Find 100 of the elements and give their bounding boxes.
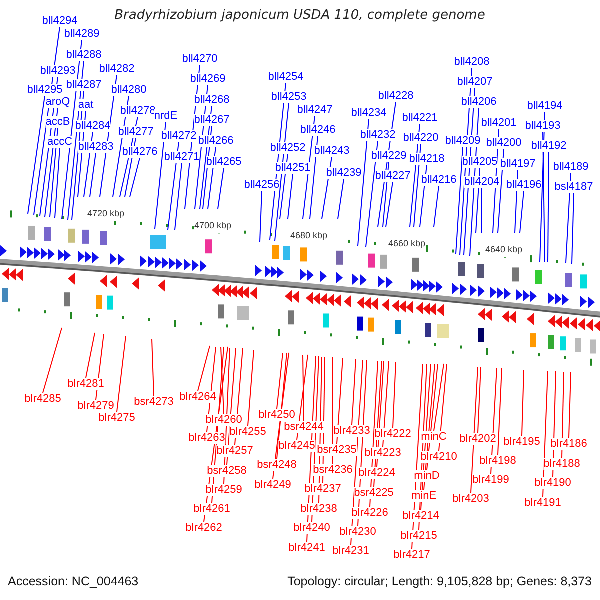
leader-line: [28, 96, 46, 214]
leader-line: [542, 132, 546, 262]
leader-line: [332, 356, 334, 464]
leader-line: [198, 346, 210, 392]
gene-label: bll4277: [118, 126, 154, 138]
scale-label: 4700 kbp: [194, 219, 232, 233]
gene-label: blr4263: [188, 432, 226, 444]
gene-label: bll4271: [164, 151, 200, 163]
gene-label: bll4220: [403, 132, 439, 144]
gene-label: blr4224: [358, 467, 396, 479]
gene-label: bll4201: [481, 117, 517, 129]
footer-note: Topology: circular; Length: 9,105,828 bp; Genes: 8,373: [288, 574, 592, 591]
gene-label: accB: [46, 116, 70, 128]
gene-label: blr4259: [206, 484, 242, 496]
gene-label: blr4188: [544, 458, 580, 470]
leader-line: [456, 146, 464, 254]
gene-label: blr4199: [472, 474, 510, 486]
leader-line: [288, 174, 294, 220]
footer-note: Accession: NC_004463: [8, 574, 139, 591]
leader-line: [152, 338, 154, 396]
gene-label: bsr4235: [317, 444, 357, 456]
gene-label: blr4285: [24, 393, 62, 405]
gene-label: bll4196: [506, 179, 542, 191]
leader-line: [86, 332, 96, 378]
gene-label: bll4266: [198, 135, 234, 147]
leader-line: [562, 372, 564, 458]
gene-label: bll4283: [78, 141, 114, 153]
gene-label: bll4216: [421, 174, 457, 186]
gene-label: bsr4248: [257, 459, 297, 471]
gene-label: bll4268: [194, 94, 230, 106]
leader-line: [50, 128, 58, 218]
gene-label: bll4295: [27, 84, 63, 96]
gene-label: bll4272: [161, 130, 197, 142]
gene-label: blr4215: [400, 530, 438, 542]
scale-label: 4640 kbp: [485, 243, 523, 257]
leader-line: [220, 346, 224, 414]
gene-label: blr4203: [452, 493, 490, 505]
gene-label: bsr4273: [134, 396, 174, 408]
gene-label: blr4257: [216, 445, 254, 457]
gene-label: bll4204: [464, 176, 500, 188]
gene-label: bll4192: [531, 140, 567, 152]
gene-label: bll4246: [300, 124, 336, 136]
gene-label: bll4228: [378, 90, 414, 102]
gene-label: bll4289: [64, 28, 100, 40]
gene-label: bll4239: [326, 167, 362, 179]
leader-line: [520, 190, 524, 234]
gene-label: bll4221: [402, 112, 438, 124]
leader-line: [154, 122, 166, 230]
gene-label: blr4210: [420, 451, 458, 463]
gene-label: blr4186: [550, 438, 588, 450]
gene-label: blr4261: [194, 503, 230, 515]
gene-label: blr4264: [180, 391, 216, 403]
gene-label: blr4281: [68, 378, 104, 390]
leader-line: [438, 364, 448, 452]
scale-label: 4680 kbp: [290, 229, 328, 243]
gene-label: blr4195: [504, 436, 540, 448]
leader-line: [358, 118, 370, 246]
gene-label: bll4208: [454, 56, 490, 68]
gene-label: blr4217: [394, 549, 430, 561]
gene-label: bll4256: [244, 179, 280, 191]
gene-label: bll4265: [206, 156, 242, 168]
leader-line: [116, 336, 126, 412]
leader-line: [42, 328, 62, 394]
gene-label: bll4227: [375, 170, 411, 182]
leader-line: [218, 168, 224, 210]
leader-line: [276, 352, 288, 460]
leader-line: [434, 364, 444, 432]
gene-label: blr4240: [294, 522, 330, 534]
gene-label: aat: [78, 99, 94, 111]
gene-label: bll4197: [500, 158, 536, 170]
gene-label: blr4275: [98, 412, 136, 424]
gene-label: blr4214: [402, 510, 440, 522]
gene-label: bll4229: [371, 150, 407, 162]
gene-label: nrdE: [154, 110, 178, 122]
gene-label: bsl4187: [554, 181, 594, 193]
leader-line: [338, 178, 344, 220]
leader-line: [296, 354, 308, 440]
gene-label: minE: [411, 490, 437, 502]
gene-label: bll4284: [75, 120, 111, 132]
leader-line: [568, 372, 572, 438]
gene-label: blr4241: [288, 542, 326, 554]
leader-line: [572, 192, 574, 264]
leader-line: [498, 148, 504, 234]
leader-line: [168, 142, 180, 230]
diagram-title: Bradyrhizobium japonicum USDA 110, complete genome: [114, 8, 486, 24]
gene-label: bsr4258: [207, 465, 247, 477]
gene-label: blr4198: [480, 455, 516, 467]
gene-label: bll4251: [275, 162, 311, 174]
gene-label: bll4276: [122, 146, 158, 158]
gene-label: blr4231: [332, 545, 370, 557]
leader-line: [382, 360, 390, 448]
gene-label: bll4253: [271, 91, 307, 103]
gene-label: blr4238: [300, 503, 338, 515]
leader-line: [434, 186, 440, 228]
leader-line: [566, 172, 572, 264]
leader-line: [54, 148, 60, 218]
gene-label: blr4250: [258, 409, 296, 421]
gene-label: bll4243: [314, 145, 350, 157]
gene-label: blr4223: [364, 447, 402, 459]
gene-label: blr4222: [374, 428, 412, 440]
